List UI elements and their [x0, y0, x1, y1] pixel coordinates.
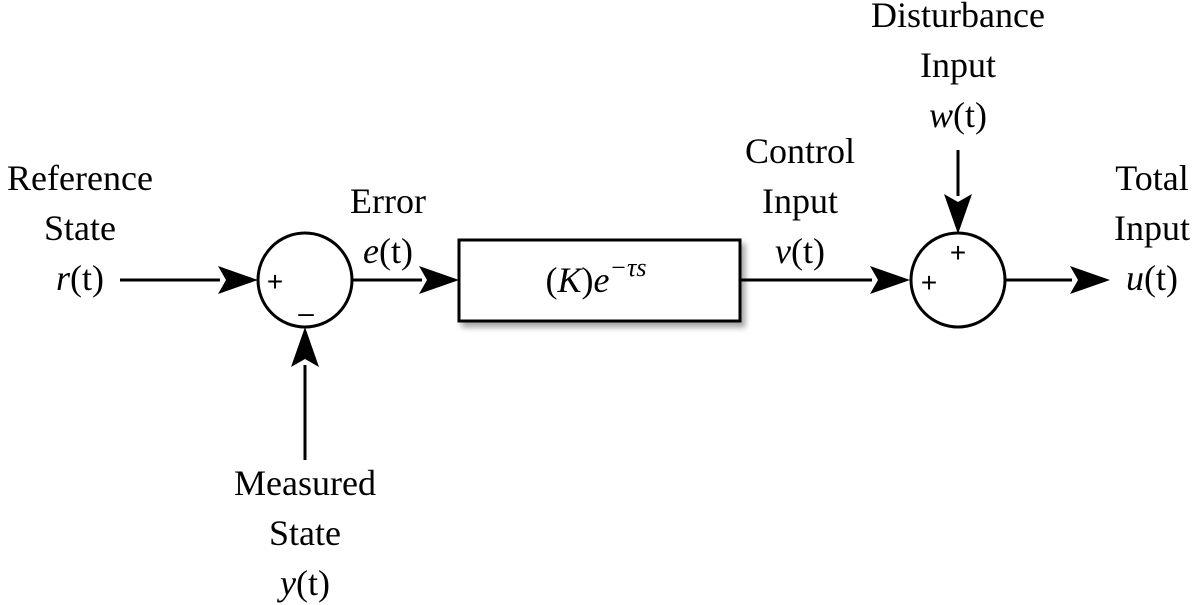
arrow-summer-to-output	[1005, 266, 1110, 294]
summing-junction-1: + –	[256, 231, 354, 329]
controller-block-box	[457, 238, 742, 323]
arrow-measured-to-summer	[291, 327, 319, 460]
reference-signal: r(t)	[56, 258, 104, 298]
total-line2: Input	[1114, 208, 1190, 248]
measured-line1: Measured	[234, 463, 376, 503]
control-signal: v(t)	[775, 231, 825, 271]
summing-junction-2: + +	[909, 231, 1007, 329]
summer1-minus-sign: –	[298, 297, 314, 328]
disturbance-input-label: Disturbance Input w(t)	[871, 0, 1045, 135]
summer1-plus-sign: +	[267, 266, 283, 297]
disturbance-line2: Input	[920, 45, 996, 85]
measured-state-label: Measured State y(t)	[234, 463, 376, 603]
measured-signal: y(t)	[277, 563, 330, 603]
arrow-reference-to-summer	[120, 266, 258, 294]
control-input-label: Control Input v(t)	[745, 131, 855, 271]
total-line1: Total	[1115, 158, 1188, 198]
arrow-control-to-summer	[740, 266, 910, 294]
summer2-plus-top-sign: +	[950, 237, 966, 268]
total-signal: u(t)	[1126, 258, 1178, 298]
arrow-error-to-block	[352, 266, 459, 294]
reference-state-label: Reference State r(t)	[7, 158, 153, 298]
transfer-function: (K)e−τs	[546, 253, 647, 300]
control-line2: Input	[762, 181, 838, 221]
error-line1: Error	[350, 181, 426, 221]
reference-line1: Reference	[7, 158, 153, 198]
error-signal: e(t)	[363, 231, 413, 271]
reference-line2: State	[44, 208, 116, 248]
disturbance-signal: w(t)	[929, 95, 987, 135]
error-label: Error e(t)	[350, 181, 426, 271]
summer2-plus-left-sign: +	[921, 267, 937, 298]
arrow-disturbance-to-summer	[944, 150, 972, 234]
controller-block: (K)e−τs	[457, 238, 742, 323]
measured-line2: State	[269, 513, 341, 553]
disturbance-line1: Disturbance	[871, 0, 1045, 35]
total-input-label: Total Input u(t)	[1114, 158, 1190, 298]
control-line1: Control	[745, 131, 855, 171]
